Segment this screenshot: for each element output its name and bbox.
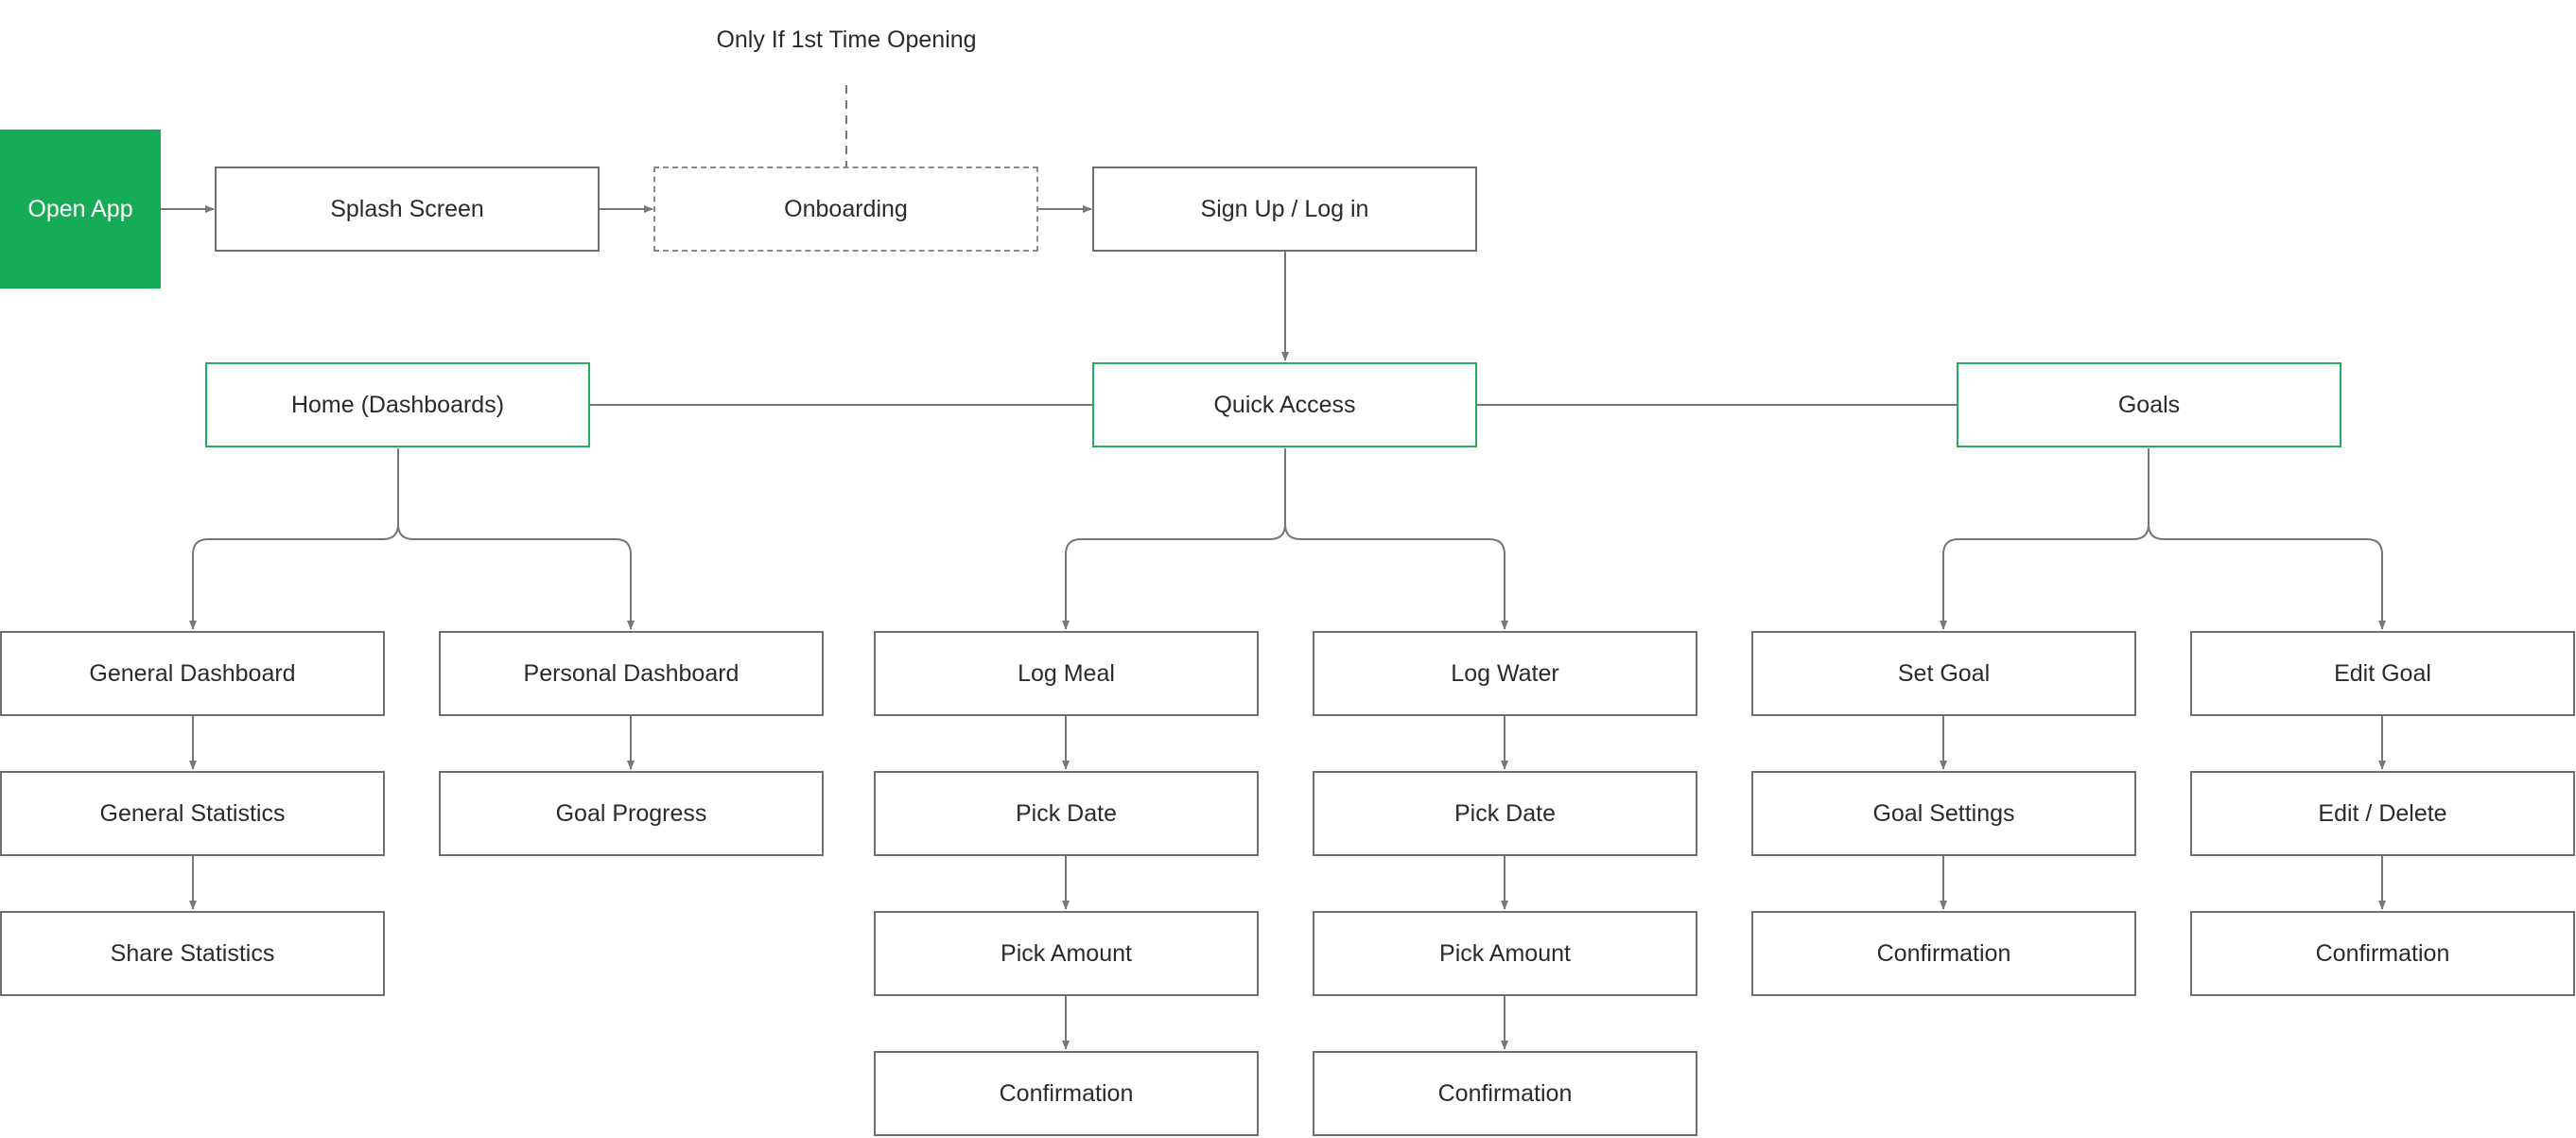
log-water-node: Log Water <box>1313 631 1697 716</box>
goals-node: Goals <box>1957 362 2341 447</box>
edit-delete-node: Edit / Delete <box>2190 771 2575 856</box>
general-dashboard-node: General Dashboard <box>0 631 385 716</box>
open-app-node: Open App <box>0 130 161 289</box>
meal-pick-date-node: Pick Date <box>874 771 1259 856</box>
sign-up-login-node: Sign Up / Log in <box>1092 166 1477 252</box>
meal-pick-amount-node: Pick Amount <box>874 911 1259 996</box>
goal-settings-node: Goal Settings <box>1751 771 2136 856</box>
personal-dashboard-node: Personal Dashboard <box>439 631 824 716</box>
onboarding-node: Onboarding <box>653 166 1038 252</box>
connector-home-branch-right <box>397 523 635 630</box>
goal-progress-node: Goal Progress <box>439 771 824 856</box>
edit-goal-confirmation-node: Confirmation <box>2190 911 2575 996</box>
connector-quick-access-branch <box>1062 448 1286 630</box>
connector-home-branch <box>189 448 399 630</box>
water-pick-amount-node: Pick Amount <box>1313 911 1697 996</box>
quick-access-node: Quick Access <box>1092 362 1477 447</box>
home-dashboards-node: Home (Dashboards) <box>205 362 590 447</box>
meal-confirmation-node: Confirmation <box>874 1051 1259 1136</box>
connector-quick-access-branch-right <box>1284 523 1508 630</box>
log-meal-node: Log Meal <box>874 631 1259 716</box>
water-confirmation-node: Confirmation <box>1313 1051 1697 1136</box>
set-goal-confirmation-node: Confirmation <box>1751 911 2136 996</box>
share-statistics-node: Share Statistics <box>0 911 385 996</box>
set-goal-node: Set Goal <box>1751 631 2136 716</box>
first-time-note: Only If 1st Time Opening <box>716 26 977 53</box>
connector-goals-branch <box>1940 448 2150 630</box>
general-statistics-node: General Statistics <box>0 771 385 856</box>
water-pick-date-node: Pick Date <box>1313 771 1697 856</box>
edit-goal-node: Edit Goal <box>2190 631 2575 716</box>
splash-screen-node: Splash Screen <box>215 166 600 252</box>
connector-goals-branch-right <box>2148 523 2386 630</box>
